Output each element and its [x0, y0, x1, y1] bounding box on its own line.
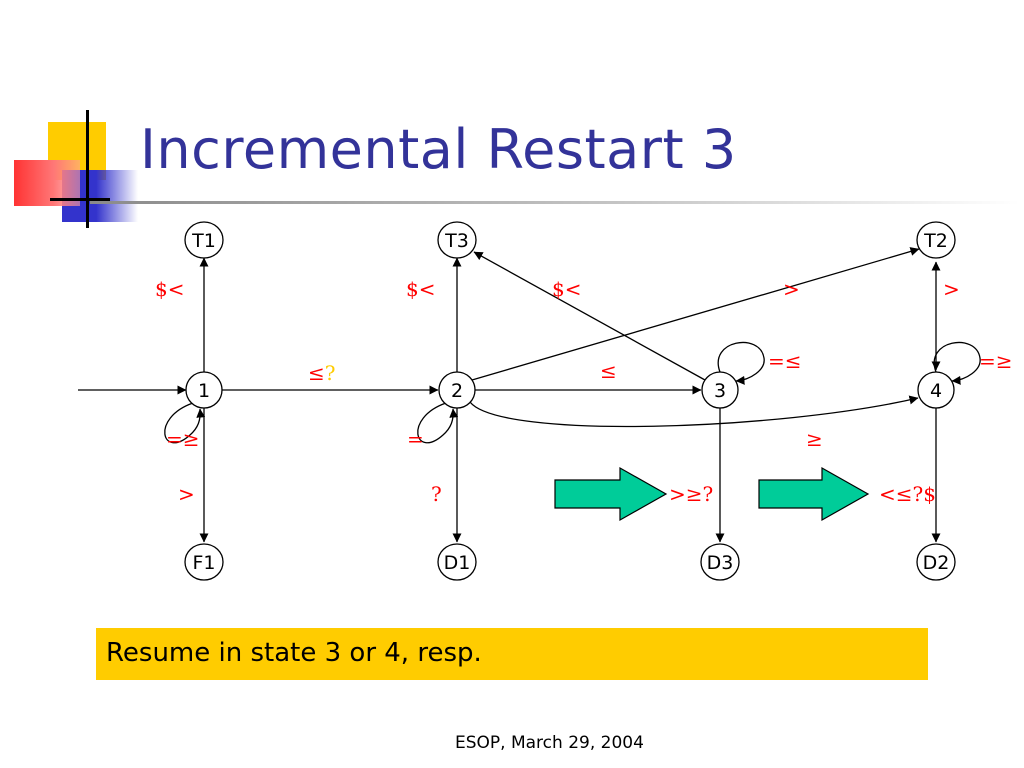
node-F1: F1 — [184, 543, 224, 581]
callout-text: Resume in state 3 or 4, resp. — [106, 638, 482, 668]
edge-label-2-self-loop: = — [407, 427, 424, 451]
edge-label-1-self-loop: =≥ — [166, 427, 200, 451]
edge-label-2-to-T2: > — [783, 277, 800, 301]
node-label: T3 — [444, 230, 469, 252]
edge-label-4-to-D2: <≤?$ — [879, 482, 936, 506]
node-1: 1 — [185, 371, 223, 409]
edge-3-self-loop — [717, 341, 765, 385]
node-label: 1 — [198, 380, 210, 402]
node-label: D1 — [444, 552, 471, 574]
edge-label-3-to-D3: >≥? — [669, 482, 713, 506]
node-T1: T1 — [184, 221, 224, 259]
edge-1-self-loop — [164, 402, 206, 444]
edge-label-2-to-4: ≥ — [806, 427, 823, 451]
state-diagram: T1 T3 T2 1 2 3 4 F1 D1 D3 D2 $< — [78, 221, 1013, 581]
edge-label-2-to-D1: ? — [431, 482, 442, 506]
node-label: D2 — [923, 552, 950, 574]
title-decoration-horizontal-line — [50, 198, 110, 201]
footer-text: ESOP, March 29, 2004 — [455, 733, 644, 753]
node-D1: D1 — [437, 543, 477, 581]
node-D3: D3 — [700, 543, 740, 581]
slide-title: Incremental Restart 3 — [140, 118, 737, 181]
resume-arrow-to-state-4 — [758, 466, 870, 522]
edge-2-to-4 — [469, 395, 919, 428]
edge-label-1-to-F1: > — [178, 482, 195, 506]
edge-2-to-T2 — [471, 247, 920, 381]
node-3: 3 — [701, 371, 739, 409]
edge-label-3-to-T3: $< — [552, 277, 581, 301]
node-label: 2 — [451, 380, 463, 402]
edge-2-self-loop — [417, 402, 459, 444]
node-label: T1 — [191, 230, 216, 252]
edge-label-2-to-T3: $< — [406, 277, 435, 301]
edge-label-1-to-2: ≤? — [308, 361, 336, 385]
node-label: F1 — [192, 552, 215, 574]
resume-arrow-to-state-3 — [554, 466, 668, 522]
node-D2: D2 — [916, 543, 956, 581]
node-label: D3 — [707, 552, 734, 574]
edge-label-2-to-3: ≤ — [600, 359, 617, 383]
edge-label-4-to-T2: > — [943, 277, 960, 301]
edge-label-3-self-loop: =≤ — [768, 349, 802, 373]
callout-box: Resume in state 3 or 4, resp. — [96, 628, 928, 680]
node-label: 3 — [714, 380, 726, 402]
node-2: 2 — [438, 371, 476, 409]
title-underline-rule — [90, 201, 1020, 204]
node-T3: T3 — [437, 221, 477, 259]
node-label: 4 — [930, 380, 942, 402]
node-label: T2 — [923, 230, 948, 252]
title-decoration-vertical-line — [86, 110, 89, 228]
node-T2: T2 — [916, 221, 956, 259]
edge-label-1-to-T1: $< — [155, 277, 184, 301]
edge-label-4-self-loop: =≥ — [979, 349, 1013, 373]
edge-4-self-loop — [933, 341, 981, 385]
edge-3-to-T3 — [473, 251, 706, 381]
node-4: 4 — [917, 371, 955, 409]
